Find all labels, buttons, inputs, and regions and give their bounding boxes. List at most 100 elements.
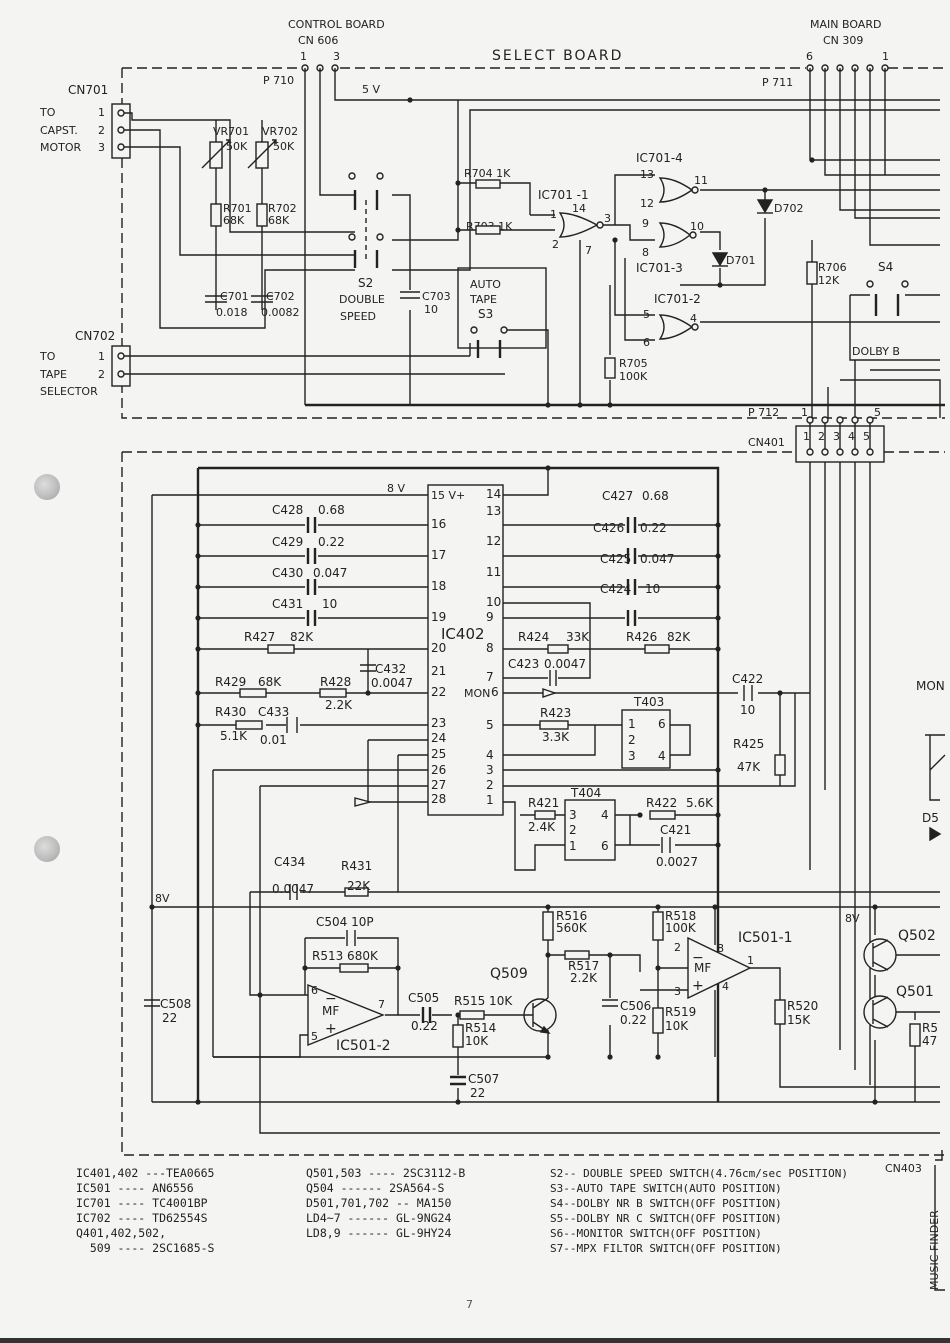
ic402-right-pin-6: 6 <box>491 685 499 699</box>
cn702-selector: SELECTOR <box>40 385 98 398</box>
r515-label: R515 10K <box>454 994 513 1008</box>
r422-label: R422 <box>646 796 677 810</box>
legend-line: IC701 ---- TC4001BP <box>76 1196 208 1210</box>
r425-value: 47K <box>737 760 761 774</box>
r424-label: R424 <box>518 630 549 644</box>
legend-line: 509 ---- 2SC1685-S <box>76 1241 215 1255</box>
r516-symbol <box>542 911 554 941</box>
r702-value: 68K <box>268 214 290 227</box>
main-junction-dots <box>149 465 878 1105</box>
cn701-pin-2: 2 <box>98 124 105 137</box>
ic402-left-pin-17: 17 <box>431 548 446 562</box>
c428-value: 0.68 <box>318 503 345 517</box>
ic501-1-pin-4: 4 <box>722 980 729 993</box>
ic402-right-pin-11: 11 <box>486 565 501 579</box>
q501-transistor <box>863 995 897 1029</box>
g1-pin-7: 7 <box>585 244 592 257</box>
c703-symbol <box>400 291 420 299</box>
c421-value: 0.0027 <box>656 855 698 869</box>
mon-edge-label: MON <box>916 679 945 693</box>
ic701-1-label: IC701 -1 <box>538 188 589 202</box>
c427-value: 0.68 <box>642 489 669 503</box>
cn702-pin-1: 1 <box>98 350 105 363</box>
r429-label: R429 <box>215 675 246 689</box>
r518-value: 100K <box>665 921 697 935</box>
c507-label: C507 <box>468 1072 499 1086</box>
cn309-label: CN 309 <box>823 34 863 47</box>
ic402-left-pin-26: 26 <box>431 763 446 777</box>
c423-symbol <box>549 670 557 686</box>
ic402-right-pin-14: 14 <box>486 487 501 501</box>
d701-diode <box>711 252 729 267</box>
r427-symbol <box>267 644 295 654</box>
c426-label: C426 <box>593 521 624 535</box>
q502-transistor <box>863 938 897 972</box>
c434-symbol <box>289 884 298 900</box>
legend-line: S7--MPX FILTOR SWITCH(OFF POSITION) <box>550 1242 782 1255</box>
r430-label: R430 <box>215 705 246 719</box>
c427-label: C427 <box>602 489 633 503</box>
legend-switches: S2-- DOUBLE SPEED SWITCH(4.76cm/sec POSI… <box>550 1166 848 1256</box>
ic501-2-label: IC501-2 <box>336 1038 391 1054</box>
legend-line: Q504 ------ 2SA564-S <box>306 1181 445 1195</box>
ic701-3-gate <box>658 222 697 248</box>
supply-8v-lower: 8V <box>155 892 170 905</box>
ic501-2-opamp <box>307 983 385 1047</box>
legend-line: S3--AUTO TAPE SWITCH(AUTO POSITION) <box>550 1182 782 1195</box>
ic402-label: IC402 <box>441 625 485 643</box>
c702-value: 0.0082 <box>261 306 300 319</box>
r520-symbol <box>774 999 786 1025</box>
cn701-pin-3: 3 <box>98 141 105 154</box>
cn701-to: TO <box>39 106 56 119</box>
r429-symbol <box>239 688 267 698</box>
t403-pin-2: 2 <box>628 733 636 747</box>
c508-value: 22 <box>162 1011 177 1025</box>
r428-symbol <box>319 688 347 698</box>
c422-symbol <box>743 685 753 701</box>
legend-ics: IC401,402 ---TEA0665 IC501 ---- AN6556 I… <box>76 1166 214 1256</box>
d5x-diode <box>929 826 942 842</box>
r5x-symbol <box>909 1023 921 1047</box>
c421-symbol <box>661 837 671 853</box>
ic701-2-gate <box>658 314 699 340</box>
p712-label: P 712 <box>748 406 779 419</box>
vr701-label: VR701 <box>213 125 249 138</box>
c504-symbol <box>346 930 356 946</box>
r423-value: 3.3K <box>542 730 570 744</box>
ic501-1-pin-1: 1 <box>747 954 754 967</box>
cn401-label: CN401 <box>748 436 785 449</box>
c422-label: C422 <box>732 672 763 686</box>
ic501-1-pin-2: 2 <box>674 941 681 954</box>
legend-line: S6--MONITOR SWITCH(OFF POSITION) <box>550 1227 762 1240</box>
c431-label: C431 <box>272 597 303 611</box>
c425-value: 0.047 <box>640 552 674 566</box>
c433-value: 0.01 <box>260 733 287 747</box>
r706-symbol <box>806 261 818 285</box>
supply-8v-right: 8V <box>845 912 860 925</box>
c424-symbol <box>626 610 637 626</box>
legend-transistors: Q501,503 ---- 2SC3112-B Q504 ------ 2SA5… <box>306 1166 465 1241</box>
c432-symbol <box>360 664 376 672</box>
c428-label: C428 <box>272 503 303 517</box>
ic402-vplus: 15 V+ <box>431 489 465 502</box>
cn702-connector <box>111 345 131 387</box>
g4-pin-13: 13 <box>640 168 654 181</box>
t404-transformer <box>564 799 616 861</box>
ic402-left-pin-22: 22 <box>431 685 446 699</box>
t404-pin-2: 2 <box>569 823 577 837</box>
s3-label: S3 <box>478 307 493 321</box>
ic402-left-pin-24: 24 <box>431 731 446 745</box>
s3-switch <box>470 326 508 358</box>
s2-switch <box>348 172 384 268</box>
r424-value: 33K <box>566 630 590 644</box>
c507-value: 22 <box>470 1086 485 1100</box>
t403-pin-4: 4 <box>658 749 666 763</box>
r517-label: R517 <box>568 959 599 973</box>
t404-pin-3: 3 <box>569 808 577 822</box>
c434-value: 0.0047 <box>272 882 314 896</box>
cn701-pins-circles <box>117 109 125 151</box>
legend-line: LD4~7 ------ GL-9NG24 <box>306 1211 452 1225</box>
